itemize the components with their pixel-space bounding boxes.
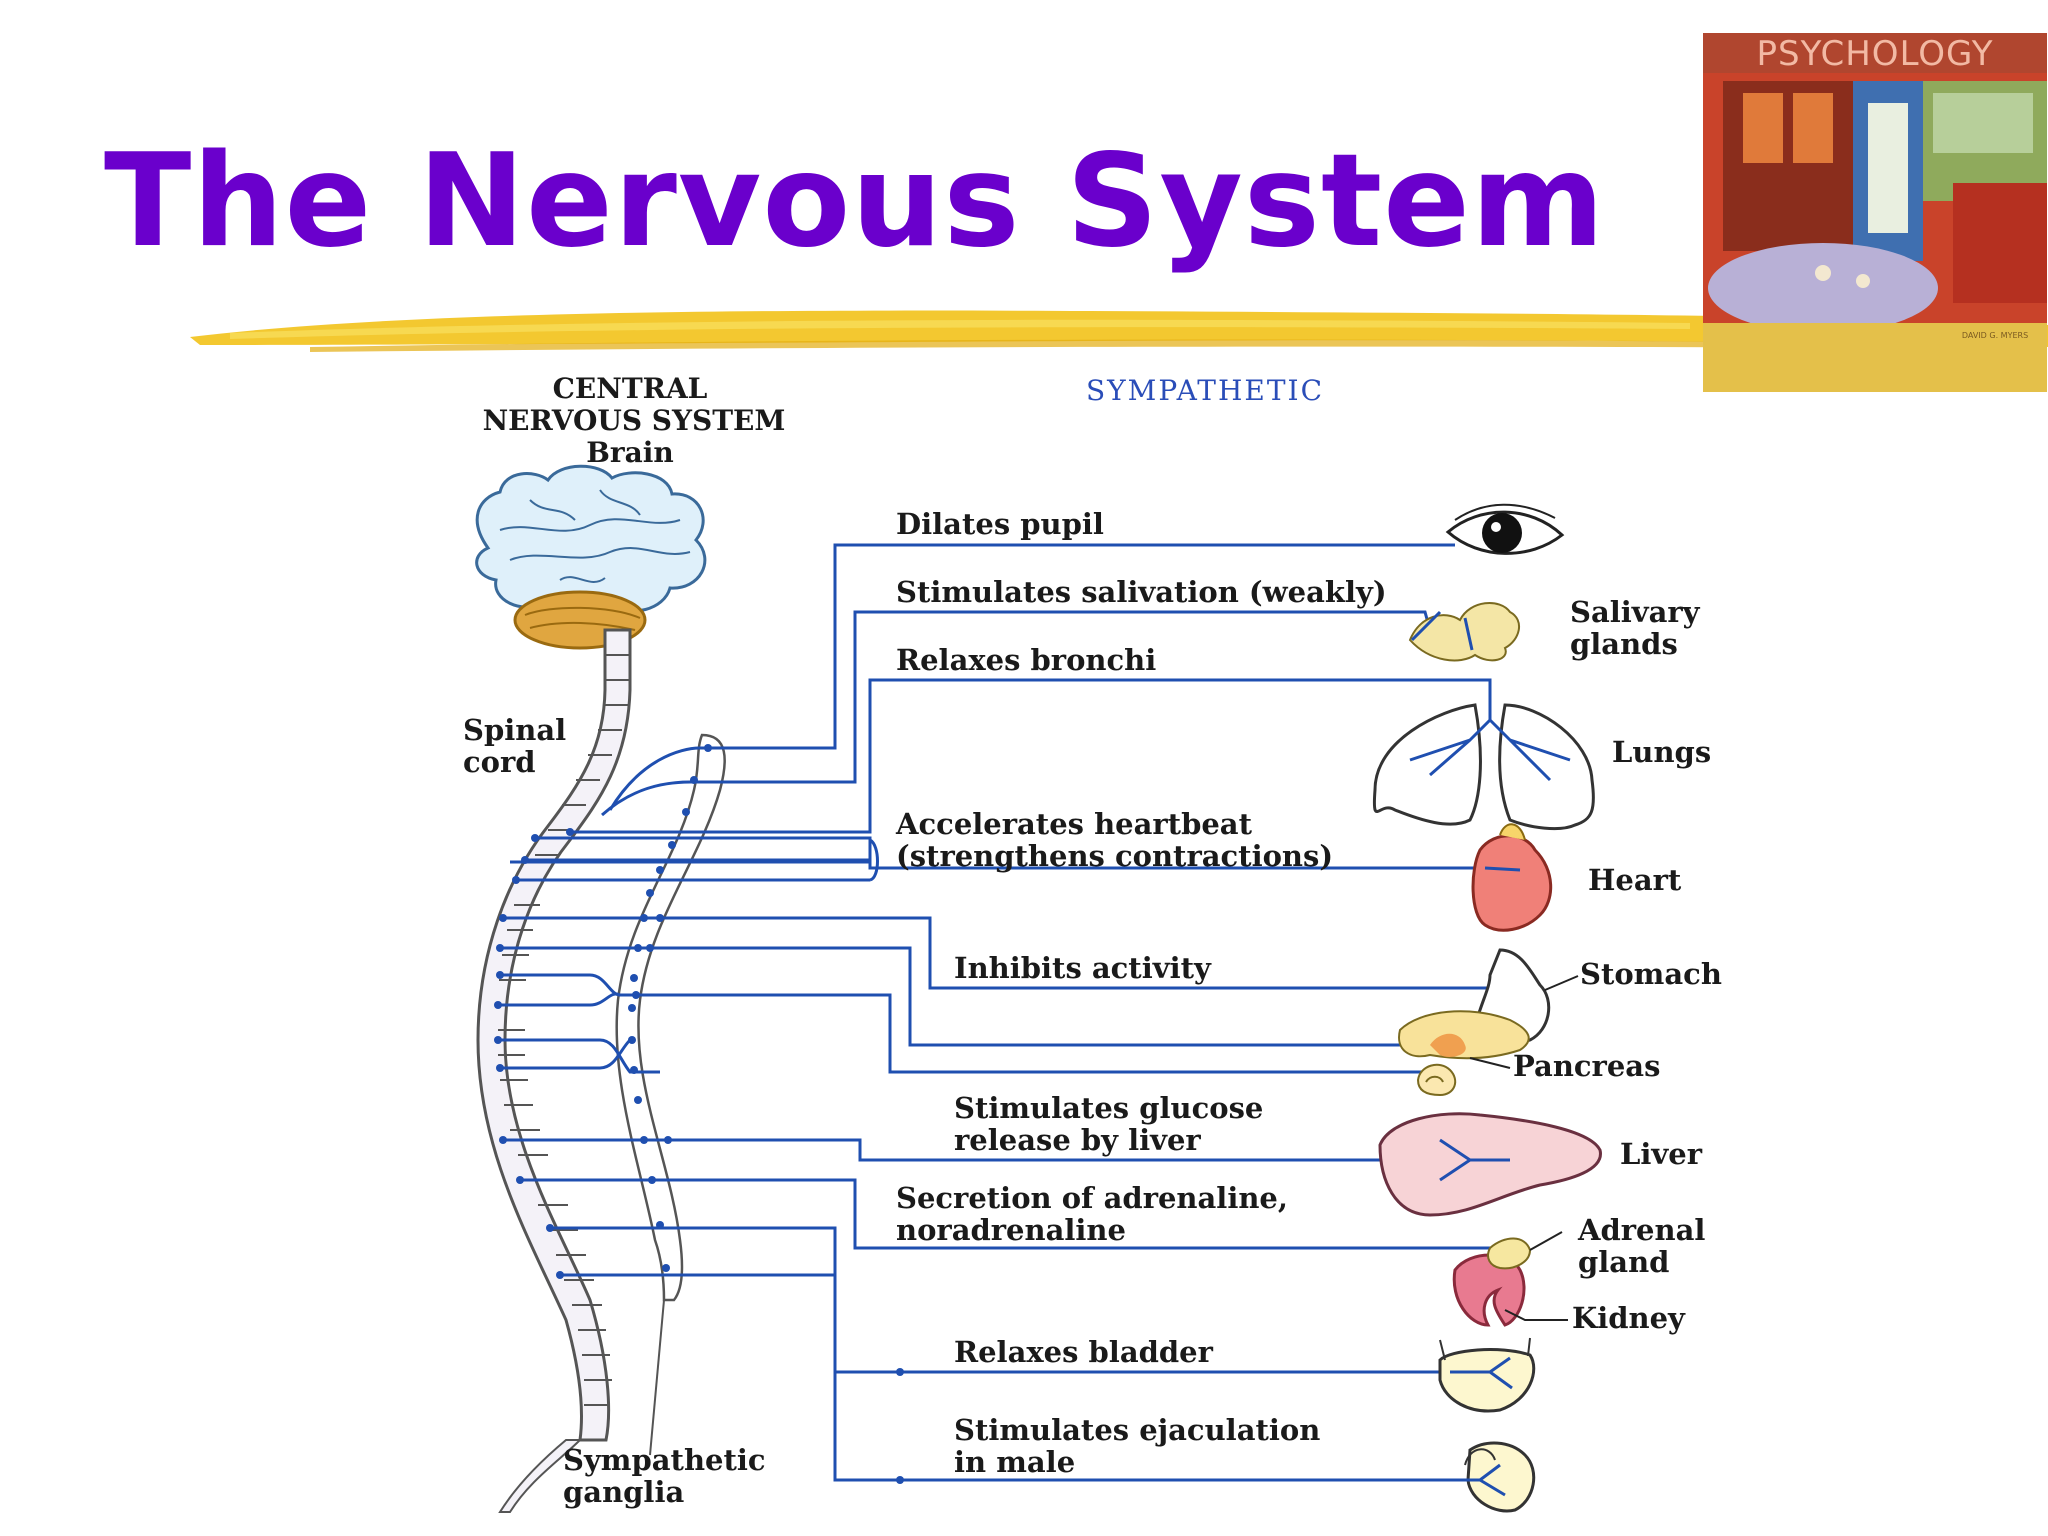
liver-icon	[1378, 1112, 1602, 1217]
sympathetic-header: SYMPATHETIC	[1086, 374, 1324, 407]
label-dilates-pupil: Dilates pupil	[896, 507, 1104, 541]
label-adrenal: Adrenal	[1577, 1213, 1705, 1247]
nerve-arrowheads	[494, 828, 904, 1484]
label-liver: Liver	[1620, 1137, 1703, 1171]
label-glands: glands	[1570, 627, 1678, 661]
label-kidney: Kidney	[1572, 1301, 1686, 1335]
cns-header-brain: Brain	[586, 436, 674, 469]
label-gland: gland	[1578, 1245, 1669, 1279]
heart-icon	[1471, 823, 1553, 932]
spinal-cord	[476, 628, 632, 1513]
label-stimulates-salivation: Stimulates salivation (weakly)	[896, 575, 1387, 609]
label-sympathetic: Sympathetic	[563, 1443, 766, 1477]
label-cord: cord	[463, 745, 536, 779]
slide-title: The Nervous System	[104, 127, 1606, 276]
label-spinal: Spinal	[463, 713, 566, 747]
label-stomach: Stomach	[1580, 957, 1722, 991]
label-relaxes-bladder: Relaxes bladder	[954, 1335, 1214, 1369]
label-ganglia: ganglia	[563, 1475, 684, 1509]
sympathetic-ganglia-chain	[615, 733, 726, 1456]
male-reproductive-icon	[1445, 1441, 1536, 1513]
psychology-book-cover: PSYCHOLOGY DAVID G. MYERS	[1703, 33, 2047, 392]
book-cover-author: DAVID G. MYERS	[1962, 331, 2028, 340]
label-in-male: in male	[954, 1445, 1075, 1479]
book-cover-title: PSYCHOLOGY	[1757, 34, 1994, 74]
label-noradrenaline: noradrenaline	[896, 1213, 1126, 1247]
label-secretion-adrenaline: Secretion of adrenaline,	[896, 1181, 1288, 1215]
cns-header-line1: CENTRAL	[553, 372, 708, 405]
label-stimulates-glucose: Stimulates glucose	[954, 1091, 1263, 1125]
label-heart: Heart	[1588, 863, 1682, 897]
pancreas-icon	[1398, 1010, 1530, 1097]
label-release-by-liver: release by liver	[954, 1123, 1201, 1157]
label-pancreas: Pancreas	[1513, 1049, 1660, 1083]
label-inhibits-activity: Inhibits activity	[954, 951, 1212, 985]
bladder-icon	[1438, 1337, 1536, 1413]
label-strengthens-contractions: (strengthens contractions)	[896, 839, 1333, 873]
label-accelerates-heartbeat: Accelerates heartbeat	[895, 807, 1253, 841]
lungs-icon	[1372, 680, 1595, 831]
label-lungs: Lungs	[1612, 735, 1711, 769]
adrenal-gland-kidney-icon	[1452, 1237, 1532, 1327]
label-leader-lines	[1469, 975, 1579, 1321]
title-underline-stroke	[190, 310, 2048, 352]
brain-icon	[475, 464, 707, 650]
eye-icon	[1445, 503, 1565, 555]
label-stimulates-ejaculation: Stimulates ejaculation	[954, 1413, 1320, 1447]
salivary-glands-icon	[1408, 601, 1520, 662]
cns-header-line2: NERVOUS SYSTEM	[483, 404, 786, 437]
label-relaxes-bronchi: Relaxes bronchi	[896, 643, 1156, 677]
label-salivary: Salivary	[1570, 595, 1701, 629]
